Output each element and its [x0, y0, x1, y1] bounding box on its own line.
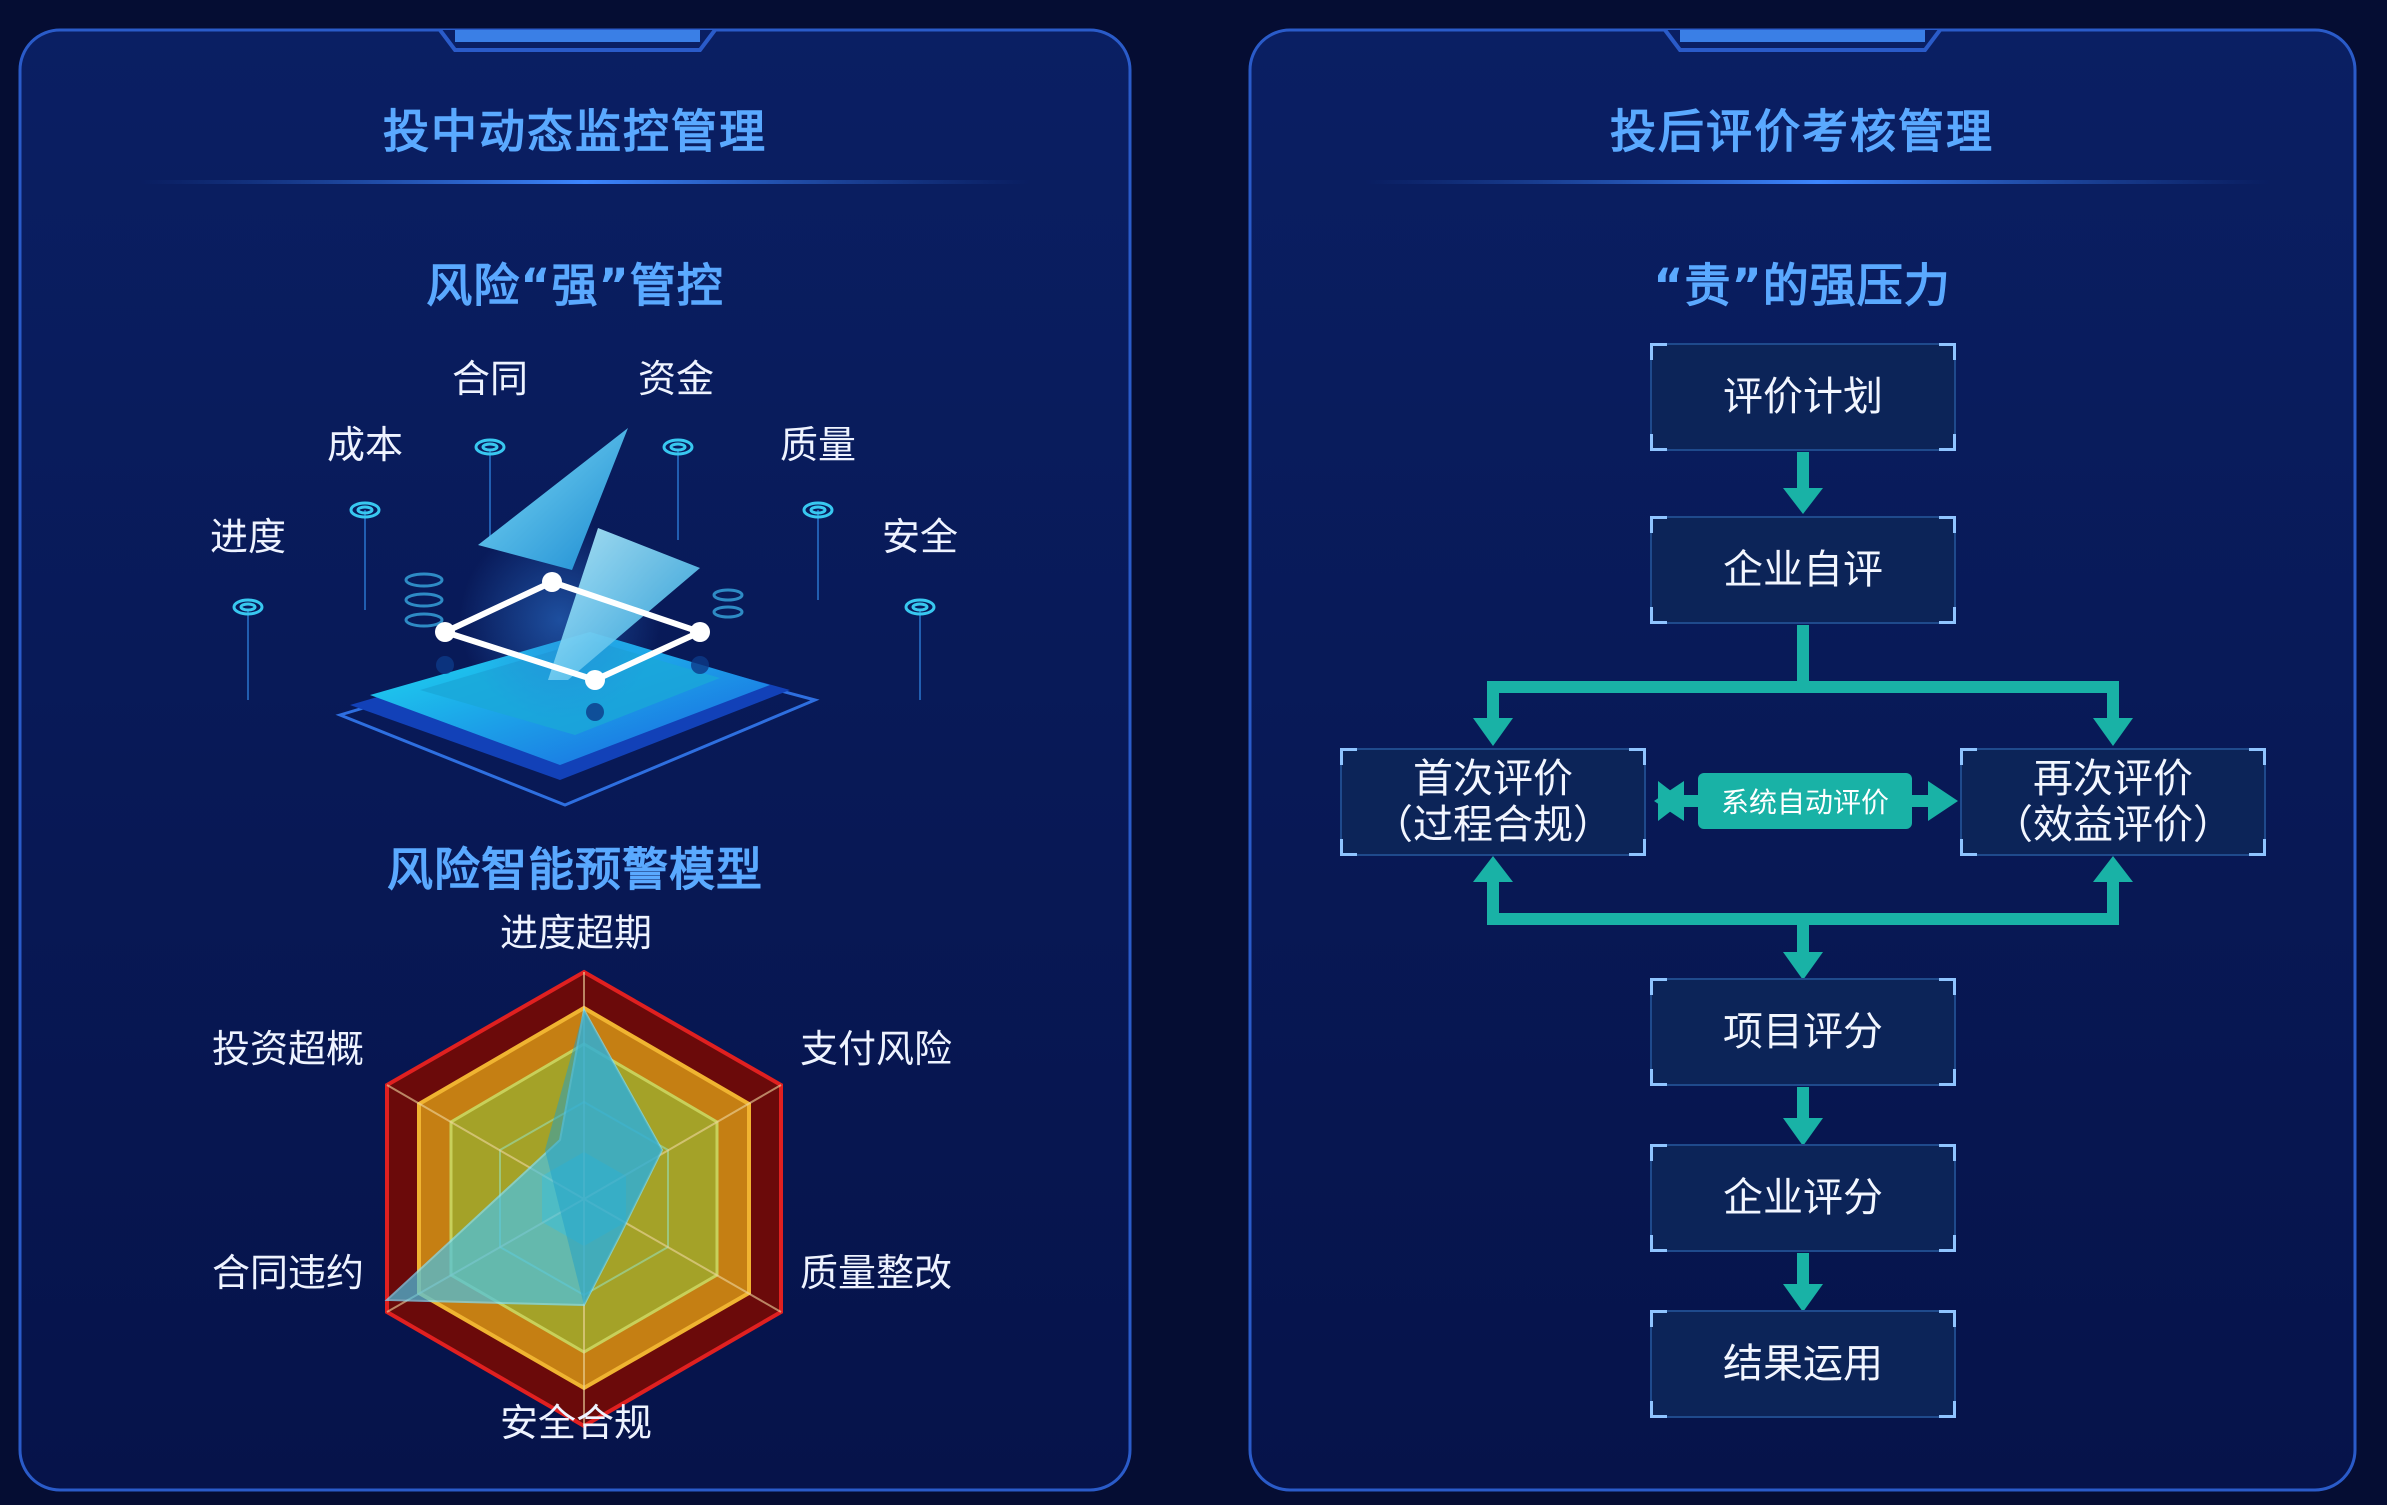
flow-box-label: 评价计划: [1723, 374, 1883, 420]
radar-label-contract-breach: 合同违约: [211, 1251, 365, 1296]
responsibility-subtitle: “责”的强压力: [1653, 258, 1951, 313]
risk-label-contract: 合同: [451, 357, 529, 402]
risk-label-quality: 质量: [779, 423, 857, 468]
flow-box-label: 企业评分: [1723, 1175, 1883, 1221]
risk-label-funds: 资金: [637, 357, 715, 402]
flow-box-label: 结果运用: [1723, 1341, 1883, 1387]
flow-box-first-evaluation: 首次评价 （过程合规）: [1340, 748, 1646, 856]
risk-control-illustration: [232, 428, 936, 807]
radar-label-safety-compliance: 安全合规: [499, 1401, 653, 1446]
flow-connectors: [1473, 452, 2133, 1312]
flow-box-label-line2: （效益评价）: [1993, 802, 2233, 848]
flow-box-label-line1: 首次评价: [1413, 756, 1573, 802]
radar-label-quality-rectification: 质量整改: [799, 1251, 953, 1296]
radar-chart: [384, 969, 783, 1429]
risk-control-title: 风险“强”管控: [426, 258, 724, 313]
right-panel-frame: [1248, 28, 2357, 1492]
risk-label-safety: 安全: [881, 515, 959, 560]
flow-box-label-line1: 再次评价: [2033, 756, 2193, 802]
system-auto-evaluation-tag: 系统自动评价: [1698, 773, 1912, 829]
flow-box-label: 项目评分: [1723, 1009, 1883, 1055]
flow-box-enterprise-score: 企业评分: [1650, 1144, 1956, 1252]
flow-box-evaluation-plan: 评价计划: [1650, 343, 1956, 451]
risk-label-cost: 成本: [326, 423, 404, 468]
right-panel-title: 投后评价考核管理: [1610, 104, 1994, 159]
radar-label-payment-risk: 支付风险: [799, 1027, 953, 1072]
radar-label-investment-overrun: 投资超概: [211, 1027, 365, 1072]
radar-label-schedule-overrun: 进度超期: [499, 911, 653, 956]
flow-box-self-evaluation: 企业自评: [1650, 516, 1956, 624]
flow-box-second-evaluation: 再次评价 （效益评价）: [1960, 748, 2266, 856]
left-panel-title: 投中动态监控管理: [383, 104, 767, 159]
flow-box-label-line2: （过程合规）: [1373, 802, 1613, 848]
radar-title: 风险智能预警模型: [387, 842, 763, 897]
flow-box-project-score: 项目评分: [1650, 978, 1956, 1086]
risk-label-progress: 进度: [209, 515, 287, 560]
flow-box-label: 企业自评: [1723, 547, 1883, 593]
flow-box-result-application: 结果运用: [1650, 1310, 1956, 1418]
